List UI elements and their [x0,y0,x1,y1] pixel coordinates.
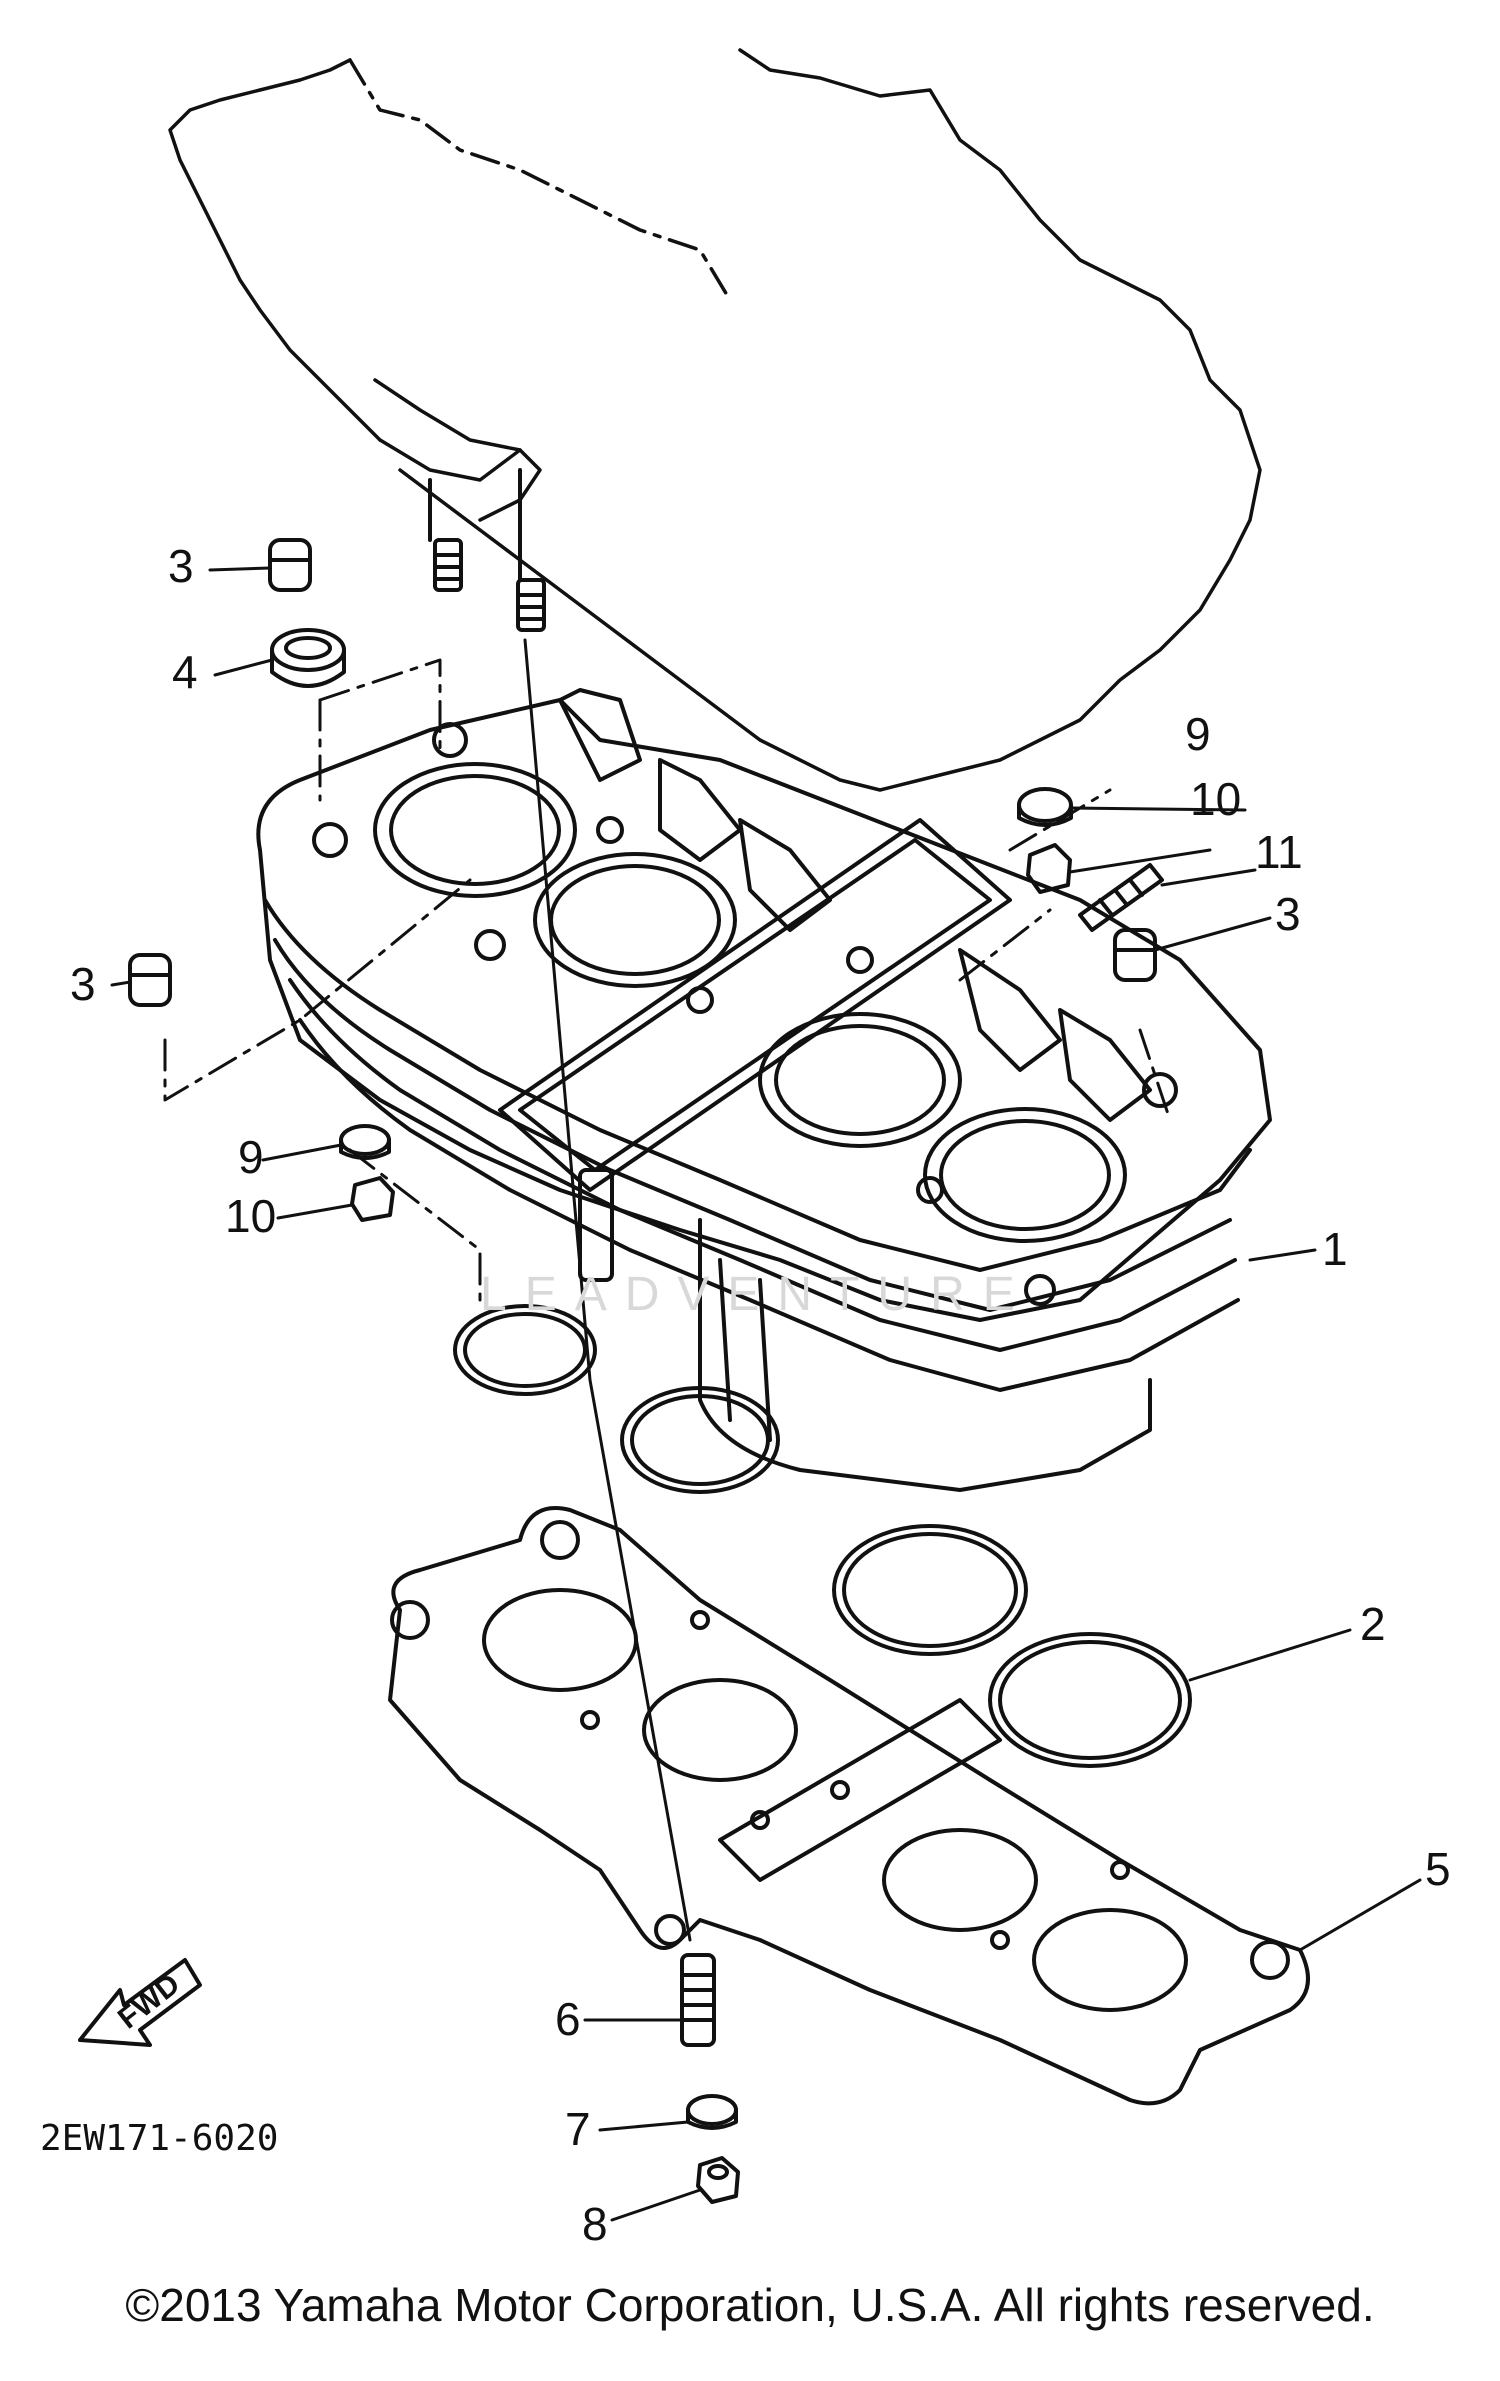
callout-4: 4 [172,646,198,698]
callout-5: 5 [1425,1843,1451,1895]
lower-stud-washer-nut [680,1953,740,2204]
callout-leaders [110,566,1422,2222]
callout-10-right: 10 [1190,773,1241,825]
callout-3-left: 3 [70,958,96,1010]
dash-leaders [163,658,1172,1302]
callout-1: 1 [1322,1223,1348,1275]
callout-6: 6 [555,1993,581,2045]
base-gasket [388,1506,1310,2106]
upper-studs [428,468,546,632]
copyright-notice: ©2013 Yamaha Motor Corporation, U.S.A. A… [125,2279,1375,2331]
watermark: LEADVENTURE [480,1268,1033,1321]
callout-11: 11 [1255,826,1303,878]
o-rings [453,1304,1192,1768]
callout-3-right: 3 [1275,888,1301,940]
cylinder-block [256,688,1272,1492]
callout-9-left: 9 [238,1131,264,1183]
dowel-pins [128,538,1157,1007]
callout-8: 8 [582,2198,608,2250]
callout-10-left: 10 [225,1190,276,1242]
callout-7: 7 [565,2103,591,2155]
washers-and-nuts [339,787,1073,1222]
forward-arrow-icon [78,1958,202,2047]
callout-3-top: 3 [168,540,194,592]
crankcase-outline [168,48,1262,792]
callout-9-right: 9 [1185,708,1211,760]
side-stud [1078,863,1164,932]
callout-2: 2 [1360,1598,1386,1650]
diagram-code: 2EW171-6020 [40,2118,278,2159]
seal [270,628,346,688]
